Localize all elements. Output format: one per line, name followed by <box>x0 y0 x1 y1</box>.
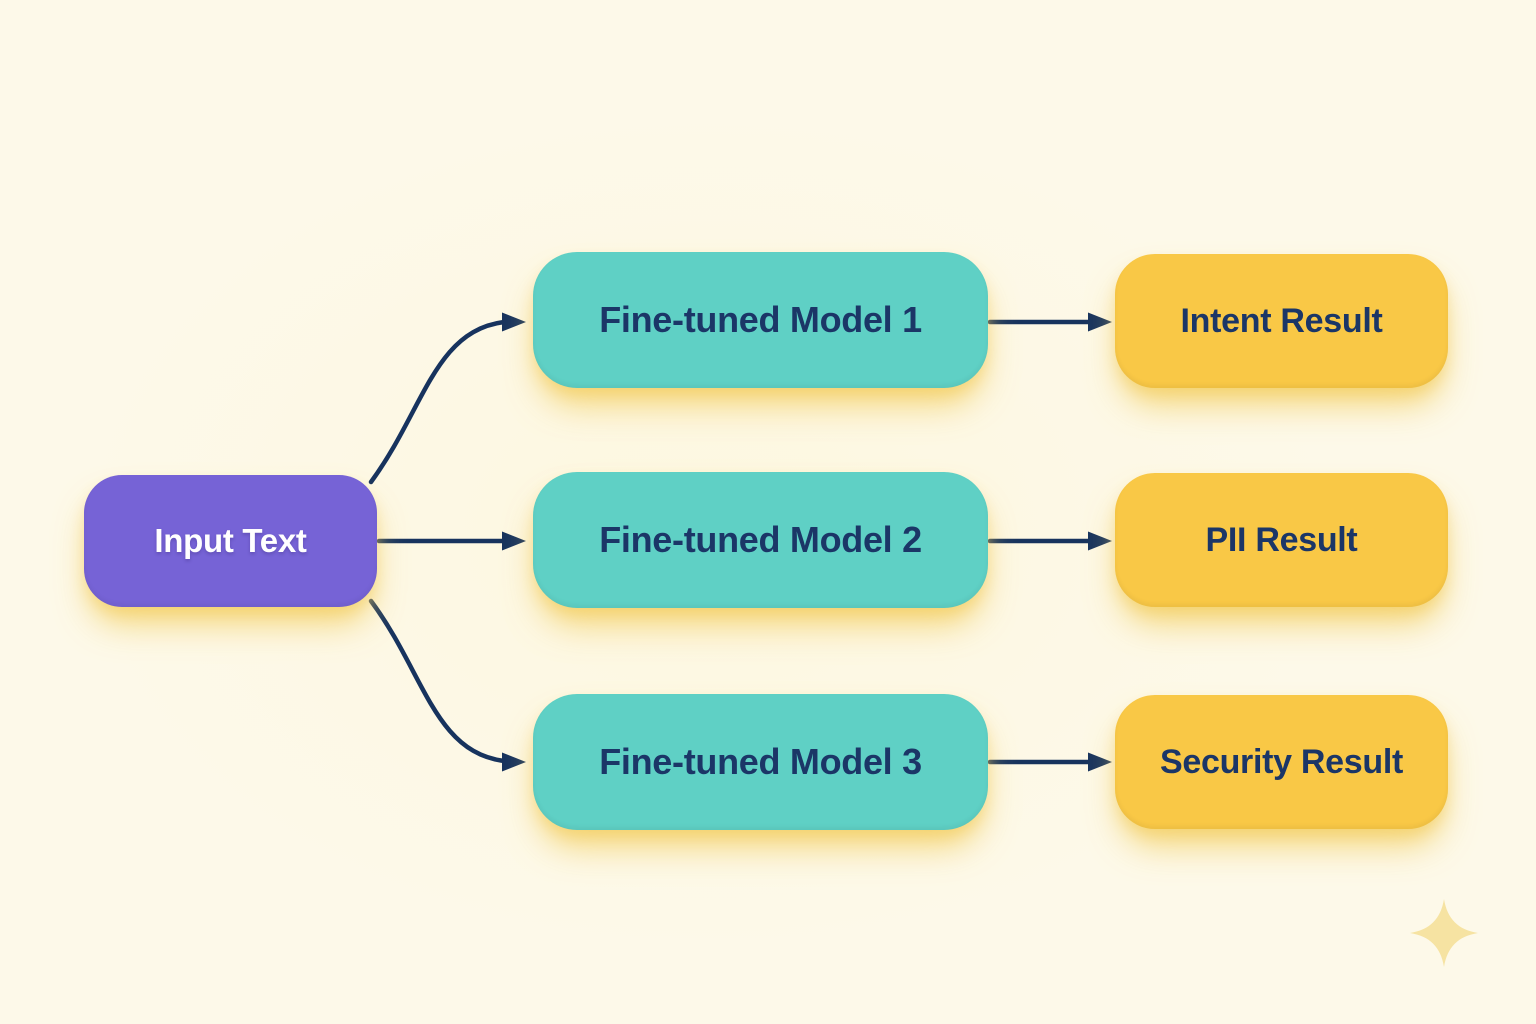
node-fine-tuned-model-1-label: Fine-tuned Model 1 <box>599 299 922 340</box>
node-fine-tuned-model-3-label: Fine-tuned Model 3 <box>599 741 922 782</box>
node-input-text: Input Text <box>84 475 377 607</box>
node-input-text-label: Input Text <box>154 522 307 559</box>
sparkle-icon <box>1410 899 1478 967</box>
arrowhead-input-to-model-1 <box>502 312 526 332</box>
node-intent-result: Intent Result <box>1115 254 1448 388</box>
arrowhead-model-2-to-result <box>1088 531 1112 551</box>
node-fine-tuned-model-3: Fine-tuned Model 3 <box>533 694 988 830</box>
node-pii-result: PII Result <box>1115 473 1448 607</box>
arrowhead-input-to-model-3 <box>502 752 526 772</box>
node-fine-tuned-model-2: Fine-tuned Model 2 <box>533 472 988 608</box>
node-pii-result-label: PII Result <box>1205 520 1358 559</box>
node-fine-tuned-model-1: Fine-tuned Model 1 <box>533 252 988 388</box>
node-intent-result-label: Intent Result <box>1180 301 1383 340</box>
node-security-result-label: Security Result <box>1159 742 1404 781</box>
arrow-input-to-model-3 <box>368 598 507 764</box>
arrowhead-model-1-to-result <box>1088 312 1112 332</box>
node-fine-tuned-model-2-label: Fine-tuned Model 2 <box>599 519 922 560</box>
node-security-result: Security Result <box>1115 695 1448 829</box>
arrow-input-to-model-1 <box>368 319 507 485</box>
arrowhead-model-3-to-result <box>1088 752 1112 772</box>
arrowhead-input-to-model-2 <box>502 531 526 551</box>
